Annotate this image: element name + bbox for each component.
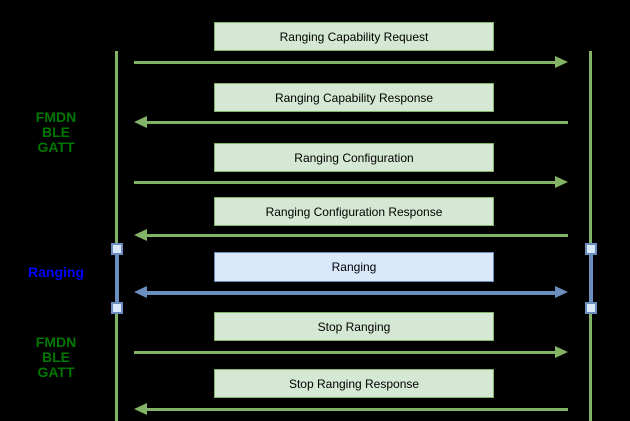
ranging-session-end-marker-right — [584, 302, 597, 314]
ranging-session-start-marker-right — [584, 243, 597, 255]
phase-label-ranging: Ranging — [28, 264, 84, 280]
arrowhead-left-icon — [134, 286, 147, 298]
arrowhead-right-icon — [555, 56, 568, 68]
arrowhead-right-icon — [555, 176, 568, 188]
arrow-right-stop-ranging — [134, 346, 568, 359]
phase-label-fmdn-ble-gatt-top: FMDN BLE GATT — [35, 109, 77, 155]
message-box-ranging-configuration-response: Ranging Configuration Response — [214, 197, 494, 226]
ranging-session-segment-right — [588, 249, 593, 309]
lifeline-left — [115, 51, 118, 421]
arrow-right-ranging-configuration — [134, 176, 568, 189]
phase-label-fmdn-ble-gatt-bottom: FMDN BLE GATT — [35, 334, 77, 380]
ranging-session-segment-left — [114, 249, 119, 309]
message-box-ranging-capability-request: Ranging Capability Request — [214, 22, 494, 51]
message-box-ranging-configuration: Ranging Configuration — [214, 143, 494, 172]
lifeline-right — [589, 51, 592, 421]
arrow-left-ranging-capability-response — [134, 116, 568, 129]
arrow-line — [134, 351, 557, 354]
arrow-line — [134, 181, 557, 184]
arrowhead-right-icon — [555, 346, 568, 358]
arrow-line — [145, 234, 568, 237]
arrow-right-ranging-capability-request — [134, 56, 568, 69]
arrow-line — [145, 290, 557, 295]
arrow-line — [145, 121, 568, 124]
arrowhead-right-icon — [555, 286, 568, 298]
arrow-line — [145, 408, 568, 411]
arrow-left-stop-ranging-response — [134, 403, 568, 416]
message-box-ranging: Ranging — [214, 252, 494, 282]
ranging-session-start-marker-left — [110, 243, 123, 255]
arrow-bidirectional-ranging — [134, 286, 568, 299]
arrowhead-left-icon — [134, 403, 147, 415]
arrow-line — [134, 61, 557, 64]
ranging-session-end-marker-left — [110, 302, 123, 314]
arrow-left-ranging-configuration-response — [134, 229, 568, 242]
message-box-stop-ranging-response: Stop Ranging Response — [214, 369, 494, 398]
message-box-ranging-capability-response: Ranging Capability Response — [214, 83, 494, 112]
arrowhead-left-icon — [134, 116, 147, 128]
arrowhead-left-icon — [134, 229, 147, 241]
message-box-stop-ranging: Stop Ranging — [214, 312, 494, 341]
